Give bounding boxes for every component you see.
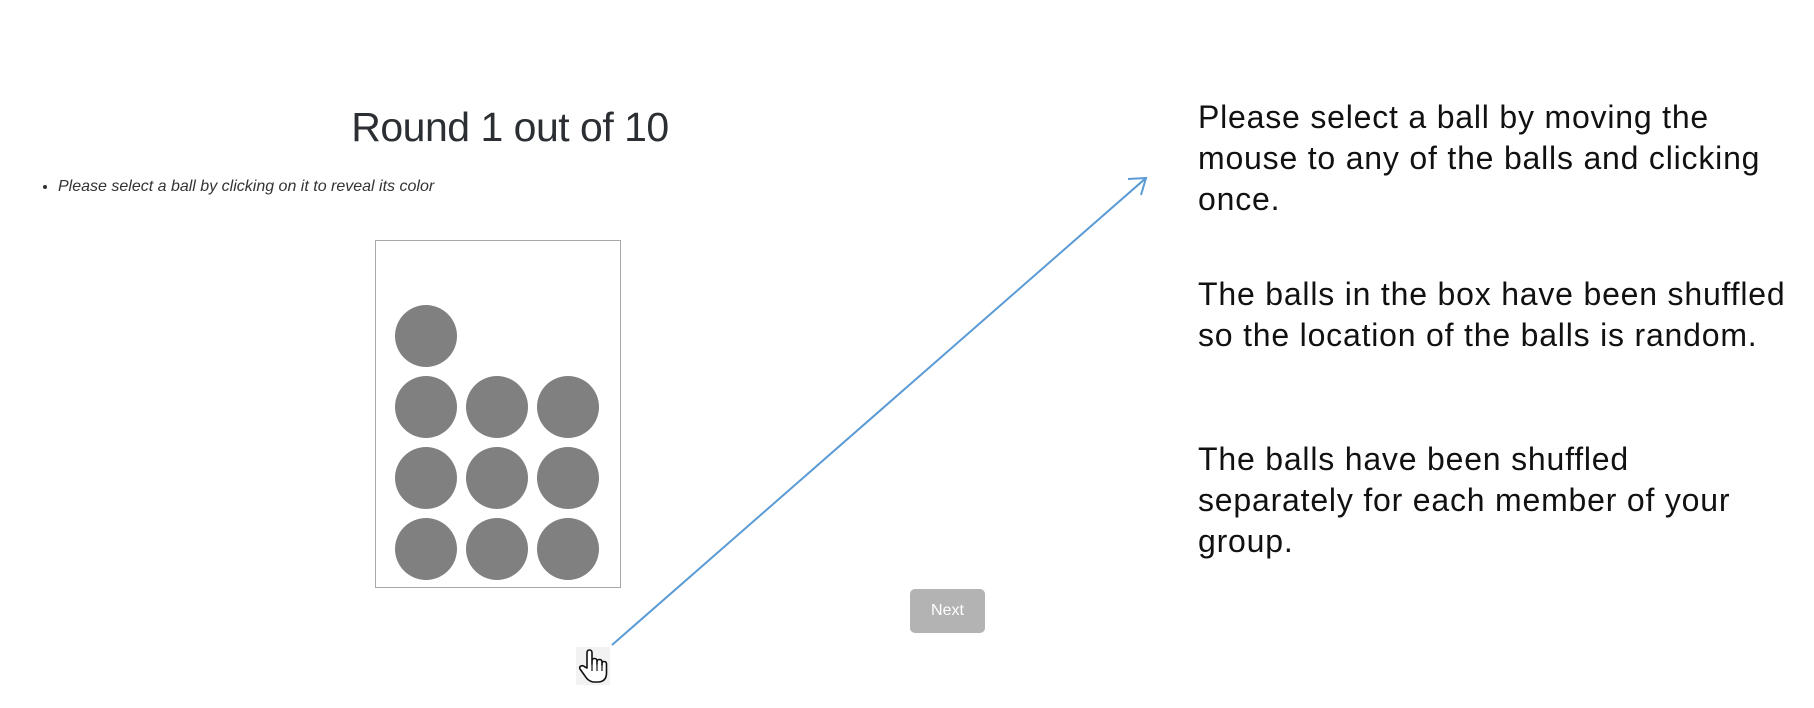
ball-5[interactable] <box>395 447 457 509</box>
ball-10[interactable] <box>537 518 599 580</box>
next-button[interactable]: Next <box>910 589 985 633</box>
annotation-text-selection: Please select a ball by moving the mouse… <box>1198 99 1761 217</box>
annotation-text-group: The balls have been shuffled separately … <box>1198 441 1731 559</box>
ball-4[interactable] <box>537 376 599 438</box>
ball-2[interactable] <box>395 376 457 438</box>
ball-1[interactable] <box>395 305 457 367</box>
ball-6[interactable] <box>466 447 528 509</box>
instruction-item: Please select a ball by clicking on it t… <box>58 176 434 198</box>
ball-8[interactable] <box>395 518 457 580</box>
round-title: Round 1 out of 10 <box>351 104 669 150</box>
ball-9[interactable] <box>466 518 528 580</box>
annotation-text-shuffled: The balls in the box have been shuffled … <box>1198 276 1786 353</box>
ball-box <box>375 240 621 588</box>
ball-3[interactable] <box>466 376 528 438</box>
hand-pointer-icon <box>576 647 610 685</box>
instructions-list: Please select a ball by clicking on it t… <box>36 176 434 198</box>
ball-7[interactable] <box>537 447 599 509</box>
